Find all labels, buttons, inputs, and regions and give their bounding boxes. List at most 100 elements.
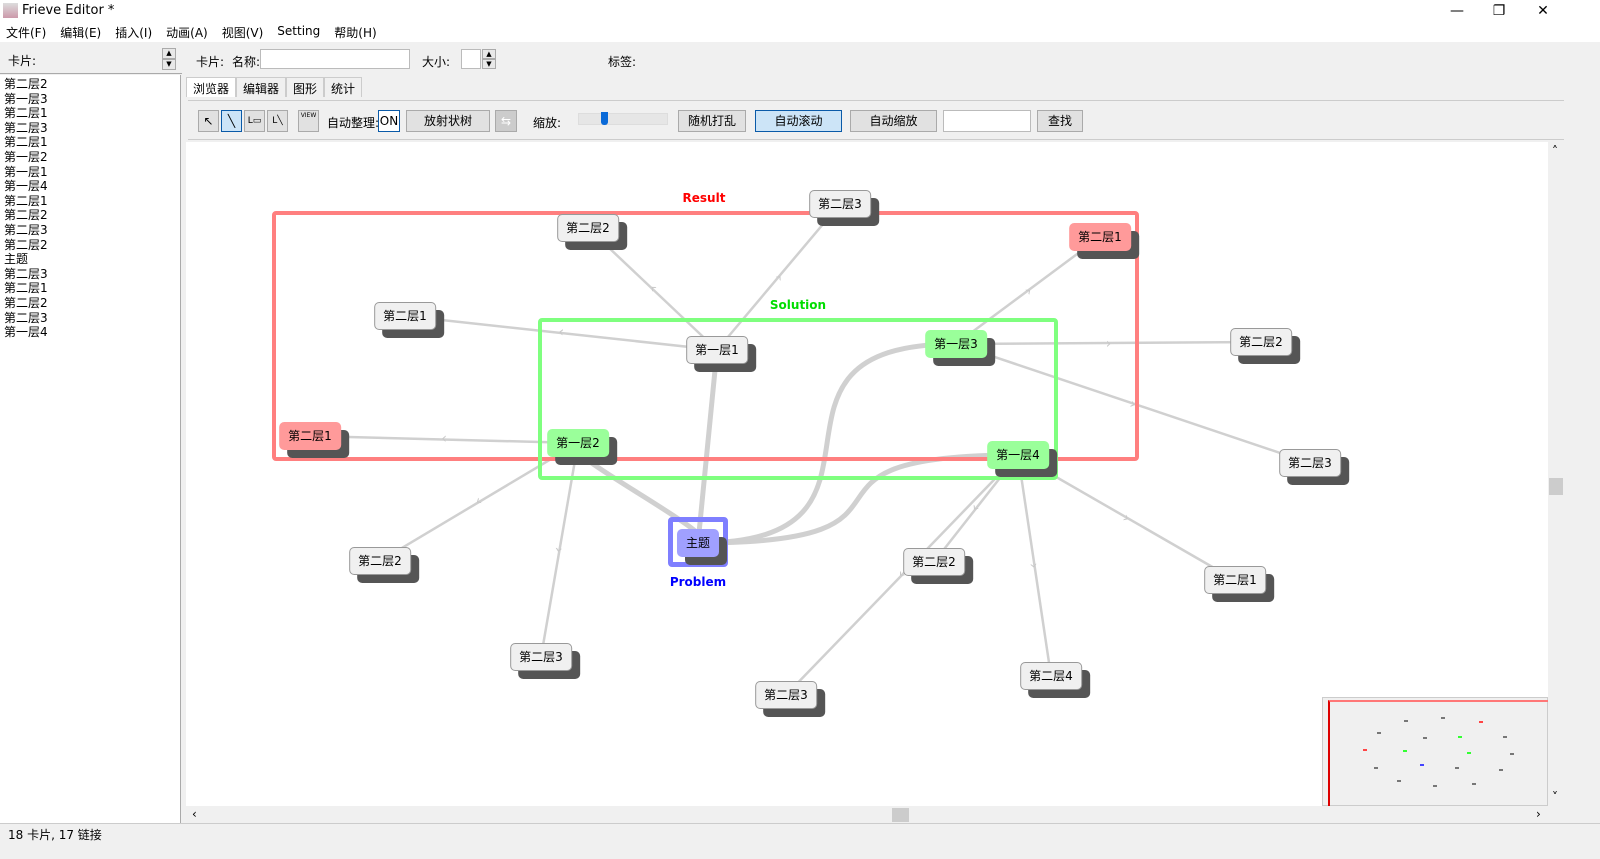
minimap-viewport[interactable] bbox=[1328, 700, 1548, 806]
card-node[interactable]: 第一层1 bbox=[686, 336, 748, 364]
view-tabs: 浏览器 编辑器 图形 统计 bbox=[186, 77, 363, 97]
vertical-scroll-thumb[interactable] bbox=[1549, 478, 1563, 495]
card-browser-canvas[interactable]: ››››››››››››› Result Solution Problem 第二… bbox=[186, 142, 1548, 806]
card-list-item[interactable]: 第二层2 bbox=[4, 237, 48, 252]
card-list-item[interactable]: 第一层3 bbox=[4, 91, 48, 106]
card-node[interactable]: 第二层1 bbox=[1204, 566, 1266, 594]
card-node[interactable]: 第二层2 bbox=[557, 214, 619, 242]
label-link-tool-button[interactable]: L╲ bbox=[267, 110, 288, 132]
menu-view[interactable]: 视图(V) bbox=[221, 26, 264, 40]
card-link[interactable] bbox=[697, 341, 957, 546]
size-down-button[interactable]: ▼ bbox=[482, 59, 496, 69]
zoom-slider[interactable] bbox=[578, 112, 668, 125]
menu-insert[interactable]: 插入(I) bbox=[115, 26, 153, 40]
card-link[interactable] bbox=[933, 454, 1019, 563]
tab-browser[interactable]: 浏览器 bbox=[186, 77, 237, 97]
zoom-slider-thumb[interactable] bbox=[601, 112, 608, 125]
horizontal-scroll-thumb[interactable] bbox=[892, 808, 909, 822]
card-node[interactable]: 第二层3 bbox=[510, 643, 572, 671]
card-node[interactable]: 第二层2 bbox=[349, 547, 411, 575]
card-node[interactable]: 第二层3 bbox=[755, 681, 817, 709]
card-list-item[interactable]: 第一层4 bbox=[4, 179, 48, 194]
card-list-item[interactable]: 第二层1 bbox=[4, 281, 48, 296]
menu-file[interactable]: 文件(F) bbox=[6, 26, 47, 40]
tab-statistics[interactable]: 统计 bbox=[324, 77, 363, 97]
card-node[interactable]: 第二层1 bbox=[1069, 223, 1131, 251]
card-node[interactable]: 第一层2 bbox=[547, 429, 609, 457]
horizontal-scrollbar[interactable]: ‹ › bbox=[186, 806, 1548, 824]
scroll-left-icon[interactable]: ‹ bbox=[192, 807, 197, 821]
size-input[interactable] bbox=[461, 49, 481, 69]
select-tool-button[interactable]: ↖ bbox=[198, 110, 219, 132]
shuffle-button[interactable]: 随机打乱 bbox=[678, 110, 746, 132]
card-link[interactable] bbox=[955, 235, 1101, 346]
radial-tree-button[interactable]: 放射状树 bbox=[406, 110, 490, 132]
card-node[interactable]: 第二层1 bbox=[279, 422, 341, 450]
shuffle-arrange-icon[interactable]: ⇆ bbox=[495, 110, 517, 132]
card-list-item[interactable]: 第二层3 bbox=[4, 120, 48, 135]
auto-arrange-toggle[interactable]: ON bbox=[378, 110, 400, 132]
card-link[interactable] bbox=[587, 227, 718, 351]
card-node[interactable]: 第二层2 bbox=[903, 548, 965, 576]
sort-up-button[interactable]: ▲ bbox=[162, 48, 176, 59]
card-list-item[interactable]: 第一层1 bbox=[4, 164, 48, 179]
scroll-up-icon[interactable]: ˄ bbox=[1552, 144, 1558, 158]
scroll-down-icon[interactable]: ˅ bbox=[1552, 790, 1558, 804]
card-list-item[interactable]: 第二层2 bbox=[4, 295, 48, 310]
menu-setting[interactable]: Setting bbox=[277, 24, 321, 38]
tab-drawing[interactable]: 图形 bbox=[286, 77, 325, 97]
find-button[interactable]: 查找 bbox=[1037, 110, 1083, 132]
card-list-item[interactable]: 第二层2 bbox=[4, 208, 48, 223]
card-list-item[interactable]: 第一层2 bbox=[4, 149, 48, 164]
card-node[interactable]: 第二层2 bbox=[1230, 328, 1292, 356]
card-node[interactable]: 第二层1 bbox=[374, 302, 436, 330]
card-list-item[interactable]: 主题 bbox=[4, 252, 29, 267]
name-input[interactable] bbox=[260, 49, 410, 69]
card-list-item[interactable]: 第二层3 bbox=[4, 266, 48, 281]
card-link[interactable] bbox=[716, 203, 841, 351]
card-node[interactable]: 第一层3 bbox=[925, 330, 987, 358]
size-up-button[interactable]: ▲ bbox=[482, 49, 496, 59]
card-list-item[interactable]: 第二层1 bbox=[4, 135, 48, 150]
card-link[interactable] bbox=[785, 454, 1019, 696]
card-link[interactable] bbox=[379, 441, 579, 563]
card-list-item[interactable]: 第一层4 bbox=[4, 325, 48, 340]
view-button[interactable]: VIEW bbox=[298, 110, 319, 132]
card-node[interactable]: 第二层4 bbox=[1020, 662, 1082, 690]
scroll-right-icon[interactable]: › bbox=[1536, 807, 1541, 821]
search-input[interactable] bbox=[943, 110, 1031, 132]
card-link[interactable] bbox=[404, 314, 718, 352]
card-link-tool-button[interactable]: L▭ bbox=[244, 110, 265, 132]
tab-editor[interactable]: 编辑器 bbox=[236, 77, 287, 97]
sort-down-button[interactable]: ▼ bbox=[162, 59, 176, 70]
minimap[interactable] bbox=[1322, 697, 1548, 806]
card-list-item[interactable]: 第二层3 bbox=[4, 310, 48, 325]
card-link[interactable] bbox=[1016, 454, 1053, 677]
link-arrow-icon: › bbox=[472, 493, 485, 510]
link-arrow-icon: › bbox=[1106, 336, 1112, 352]
auto-scroll-button[interactable]: 自动滚动 bbox=[755, 110, 842, 132]
menu-help[interactable]: 帮助(H) bbox=[334, 26, 377, 40]
card-node[interactable]: 第二层3 bbox=[809, 190, 871, 218]
auto-zoom-button[interactable]: 自动缩放 bbox=[850, 110, 937, 132]
card-list-item[interactable]: 第二层3 bbox=[4, 222, 48, 237]
maximize-button[interactable]: ❐ bbox=[1492, 3, 1506, 19]
minimize-button[interactable]: — bbox=[1450, 3, 1464, 19]
vertical-scrollbar[interactable]: ˄ ˅ bbox=[1548, 142, 1566, 806]
close-button[interactable]: ✕ bbox=[1537, 3, 1549, 19]
card-link[interactable] bbox=[309, 434, 579, 445]
card-link[interactable] bbox=[695, 349, 720, 544]
menu-animation[interactable]: 动画(A) bbox=[166, 26, 208, 40]
link-tool-button[interactable]: ╲ bbox=[221, 110, 242, 132]
card-list-item[interactable]: 第二层2 bbox=[4, 77, 48, 91]
card-list-item[interactable]: 第二层1 bbox=[4, 193, 48, 208]
card-node[interactable]: 第二层3 bbox=[1279, 449, 1341, 477]
card-node[interactable]: 主题 bbox=[676, 529, 720, 557]
card-link[interactable] bbox=[955, 340, 1262, 346]
card-list-item[interactable]: 第二层1 bbox=[4, 106, 48, 121]
card-node[interactable]: 第一层4 bbox=[987, 441, 1049, 469]
menu-edit[interactable]: 编辑(E) bbox=[60, 26, 102, 40]
minimap-card-dot bbox=[1397, 780, 1402, 783]
card-link[interactable] bbox=[955, 342, 1311, 465]
